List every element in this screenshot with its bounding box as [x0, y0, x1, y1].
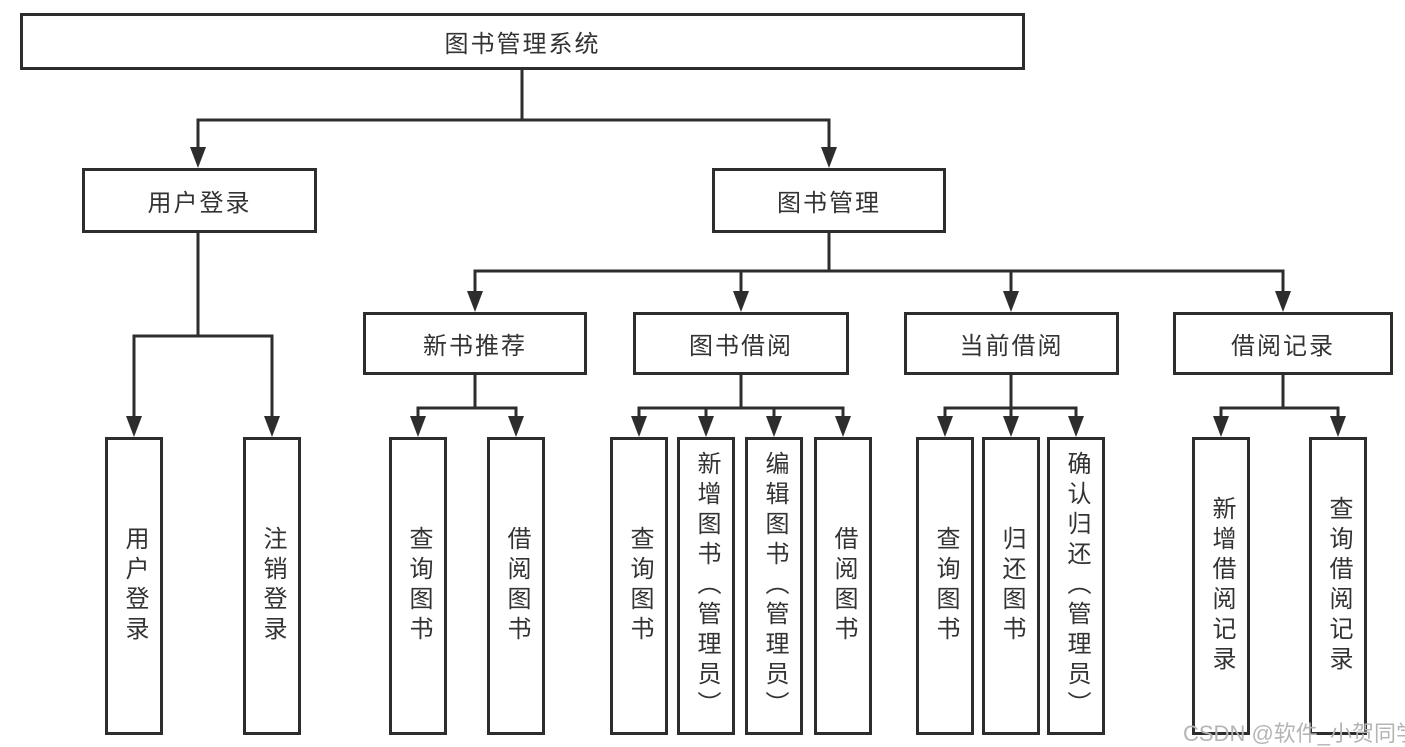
node-leaf-logout: 注销登录 — [243, 437, 301, 735]
node-leaf-add-borrow-record: 新增借阅记录 — [1192, 437, 1250, 735]
node-user-login: 用户登录 — [82, 168, 317, 233]
node-leaf-confirm-return-admin: 确认归还（管理员） — [1047, 437, 1105, 735]
node-label: 用户登录 — [147, 190, 252, 217]
node-leaf-borrow-book: 借阅图书 — [814, 437, 872, 735]
node-label: 查询图书 — [932, 526, 959, 646]
node-label: 编辑图书（管理员） — [761, 451, 788, 721]
arrowheads — [126, 147, 1346, 437]
node-label: 注销登录 — [259, 526, 286, 646]
node-current-borrow: 当前借阅 — [904, 312, 1119, 375]
node-new-book-recommend: 新书推荐 — [363, 312, 587, 375]
node-library-management-system: 图书管理系统 — [20, 13, 1025, 70]
node-leaf-query-book-current: 查询图书 — [916, 437, 974, 735]
node-leaf-edit-book-admin: 编辑图书（管理员） — [745, 437, 803, 735]
node-label: 借阅图书 — [830, 526, 857, 646]
node-leaf-add-book-admin: 新增图书（管理员） — [677, 437, 735, 735]
node-label: 借阅图书 — [503, 526, 530, 646]
node-label: 确认归还（管理员） — [1063, 451, 1090, 721]
node-borrow-record: 借阅记录 — [1173, 312, 1393, 375]
node-label: 查询借阅记录 — [1325, 496, 1352, 676]
node-leaf-query-book-borrow: 查询图书 — [610, 437, 668, 735]
node-label: 用户登录 — [121, 526, 148, 646]
node-label: 查询图书 — [626, 526, 653, 646]
node-label: 图书管理系统 — [444, 31, 601, 58]
node-label: 借阅记录 — [1231, 333, 1335, 360]
node-leaf-user-login: 用户登录 — [105, 437, 163, 735]
csdn-watermark: CSDN @软件_小贺同学 — [1183, 721, 1405, 746]
node-label: 新增图书（管理员） — [693, 451, 720, 721]
node-label: 图书借阅 — [689, 333, 793, 360]
node-leaf-query-book-recommend: 查询图书 — [389, 437, 447, 735]
node-book-borrow: 图书借阅 — [633, 312, 849, 375]
node-label: 查询图书 — [405, 526, 432, 646]
node-label: 当前借阅 — [959, 333, 1064, 360]
node-leaf-borrow-book-recommend: 借阅图书 — [487, 437, 545, 735]
node-label: 新增借阅记录 — [1208, 496, 1235, 676]
node-label: 图书管理 — [777, 190, 881, 217]
node-book-management: 图书管理 — [712, 168, 946, 233]
node-leaf-query-borrow-record: 查询借阅记录 — [1309, 437, 1367, 735]
node-label: 新书推荐 — [423, 333, 527, 360]
node-label: 归还图书 — [998, 526, 1025, 646]
node-leaf-return-book: 归还图书 — [982, 437, 1040, 735]
